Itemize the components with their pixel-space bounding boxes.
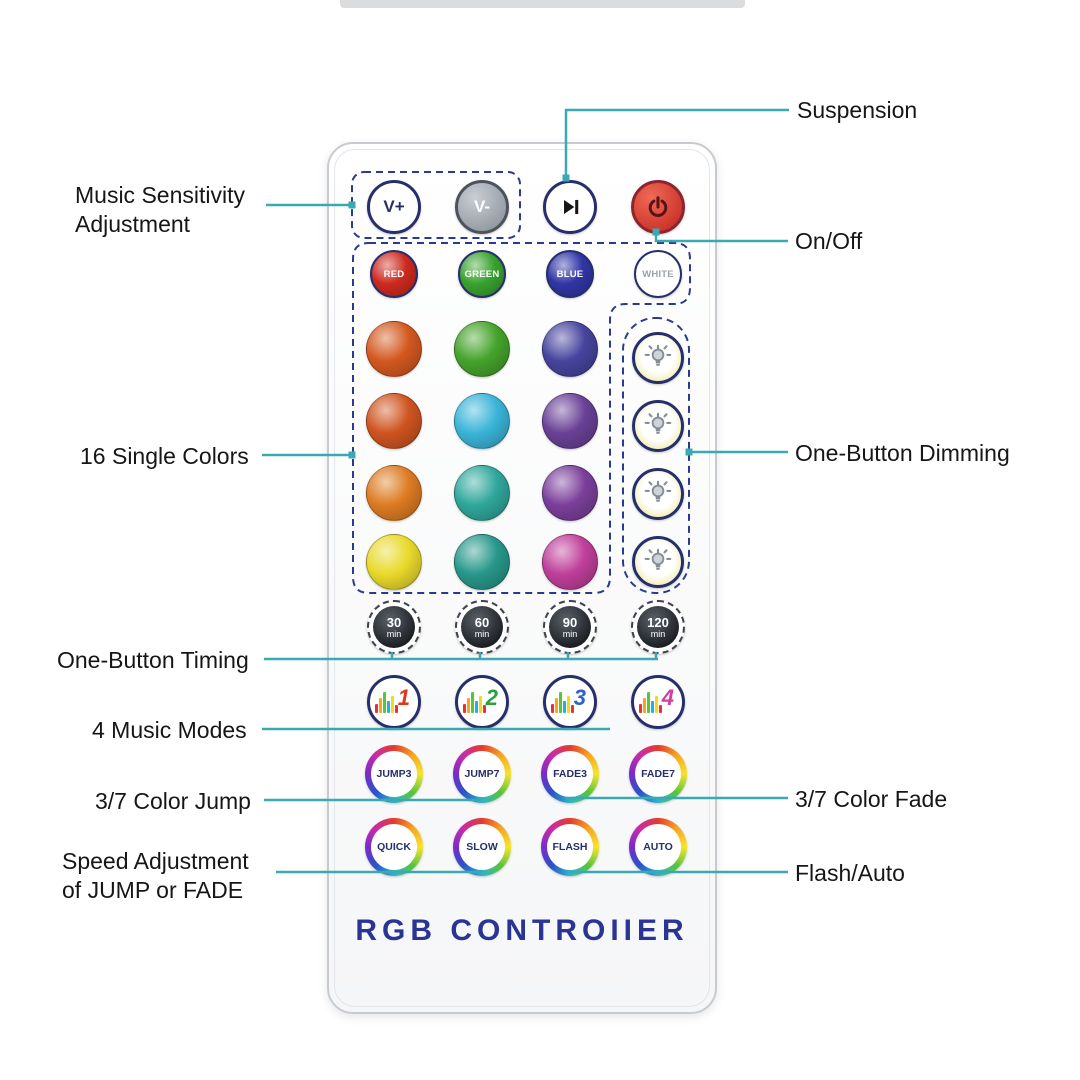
- timer-face: 120 min: [637, 606, 679, 648]
- red-button[interactable]: RED: [370, 250, 418, 298]
- color-button[interactable]: [366, 321, 422, 377]
- quick-button[interactable]: QUICK: [365, 818, 423, 876]
- slow-button[interactable]: SLOW: [453, 818, 511, 876]
- color-button[interactable]: [366, 465, 422, 521]
- jump3-button[interactable]: JUMP3: [365, 745, 423, 803]
- timer-unit: min: [650, 628, 666, 639]
- label-color-fade: 3/7 Color Fade: [795, 786, 948, 812]
- white-label: WHITE: [642, 268, 674, 280]
- label-on-off: On/Off: [795, 228, 863, 254]
- timer-face: 90 min: [549, 606, 591, 648]
- timer-value: 120: [647, 614, 669, 630]
- music-mode-3-button[interactable]: 3: [543, 675, 597, 729]
- mode-label: SLOW: [459, 824, 505, 870]
- timer-60min-button[interactable]: 60 min: [455, 600, 509, 654]
- timer-face: 30 min: [373, 606, 415, 648]
- color-button[interactable]: [454, 393, 510, 449]
- timer-120min-button[interactable]: 120 min: [631, 600, 685, 654]
- label-speed-line1: Speed Adjustment: [62, 848, 249, 874]
- green-button[interactable]: GREEN: [458, 250, 506, 298]
- bulb-icon: [644, 344, 672, 366]
- equalizer-icon: [639, 691, 663, 713]
- green-label: GREEN: [464, 268, 500, 280]
- music-mode-number: 3: [573, 685, 586, 710]
- equalizer-icon: [463, 691, 487, 713]
- play-pause-button[interactable]: [543, 180, 597, 234]
- music-mode-1-button[interactable]: 1: [367, 675, 421, 729]
- timer-30min-button[interactable]: 30 min: [367, 600, 421, 654]
- mode-label: AUTO: [635, 824, 681, 870]
- label-one-button-dimming: One-Button Dimming: [795, 440, 1010, 466]
- equalizer-icon: [375, 691, 399, 713]
- timer-value: 90: [562, 614, 578, 630]
- dimming-button[interactable]: [632, 536, 684, 588]
- label-suspension: Suspension: [797, 97, 918, 123]
- color-button[interactable]: [542, 321, 598, 377]
- bulb-icon: [644, 548, 672, 570]
- power-icon: [648, 196, 668, 217]
- music-mode-number: 4: [661, 685, 674, 710]
- equalizer-icon: [551, 691, 575, 713]
- jump7-button[interactable]: JUMP7: [453, 745, 511, 803]
- color-button[interactable]: [366, 393, 422, 449]
- mode-label: FADE3: [547, 751, 593, 797]
- flash-button[interactable]: FLASH: [541, 818, 599, 876]
- label-music-sensitivity-line2: Adjustment: [75, 211, 191, 237]
- label-single-colors: 16 Single Colors: [80, 443, 249, 469]
- timer-face: 60 min: [461, 606, 503, 648]
- timer-90min-button[interactable]: 90 min: [543, 600, 597, 654]
- color-button[interactable]: [542, 534, 598, 590]
- timer-unit: min: [474, 628, 490, 639]
- bulb-icon: [644, 480, 672, 502]
- timer-value: 60: [474, 614, 490, 630]
- music-mode-number: 1: [397, 685, 410, 710]
- color-button[interactable]: [454, 321, 510, 377]
- dimming-button[interactable]: [632, 332, 684, 384]
- mode-label: FLASH: [547, 824, 593, 870]
- timer-value: 30: [386, 614, 402, 630]
- blue-button[interactable]: BLUE: [546, 250, 594, 298]
- volume-up-label: V+: [383, 197, 405, 216]
- label-speed-adjustment: Speed Adjustment of JUMP or FADE: [62, 847, 249, 905]
- volume-up-button[interactable]: V+: [367, 180, 421, 234]
- blue-label: BLUE: [556, 268, 584, 280]
- label-flash-auto: Flash/Auto: [795, 860, 905, 886]
- brand-text: RGB CONTROIIER: [355, 914, 689, 947]
- fade7-button[interactable]: FADE7: [629, 745, 687, 803]
- white-button[interactable]: WHITE: [634, 250, 682, 298]
- auto-button[interactable]: AUTO: [629, 818, 687, 876]
- image-top-edge: [340, 0, 745, 8]
- bulb-icon: [644, 412, 672, 434]
- label-music-sensitivity: Music Sensitivity Adjustment: [75, 181, 245, 239]
- label-one-button-timing: One-Button Timing: [57, 647, 249, 673]
- dimming-button[interactable]: [632, 400, 684, 452]
- label-speed-line2: of JUMP or FADE: [62, 877, 244, 903]
- timer-unit: min: [386, 628, 402, 639]
- mode-label: JUMP3: [371, 751, 417, 797]
- play-pause-icon: [564, 199, 579, 215]
- color-button[interactable]: [454, 534, 510, 590]
- color-button[interactable]: [366, 534, 422, 590]
- volume-down-label: V-: [473, 197, 491, 216]
- label-music-modes: 4 Music Modes: [92, 717, 247, 743]
- mode-label: JUMP7: [459, 751, 505, 797]
- mode-label: FADE7: [635, 751, 681, 797]
- music-mode-2-button[interactable]: 2: [455, 675, 509, 729]
- dimming-button[interactable]: [632, 468, 684, 520]
- music-mode-4-button[interactable]: 4: [631, 675, 685, 729]
- remote-controller: V+ V- RED GREEN BLUE WHITE: [327, 142, 717, 1014]
- label-color-jump: 3/7 Color Jump: [95, 788, 251, 814]
- timer-unit: min: [562, 628, 578, 639]
- volume-down-button[interactable]: V-: [455, 180, 509, 234]
- mode-label: QUICK: [371, 824, 417, 870]
- power-button[interactable]: [631, 180, 685, 234]
- label-music-sensitivity-line1: Music Sensitivity: [75, 182, 245, 208]
- red-label: RED: [383, 268, 405, 280]
- fade3-button[interactable]: FADE3: [541, 745, 599, 803]
- color-button[interactable]: [542, 393, 598, 449]
- color-button[interactable]: [542, 465, 598, 521]
- color-button[interactable]: [454, 465, 510, 521]
- music-mode-number: 2: [485, 685, 498, 710]
